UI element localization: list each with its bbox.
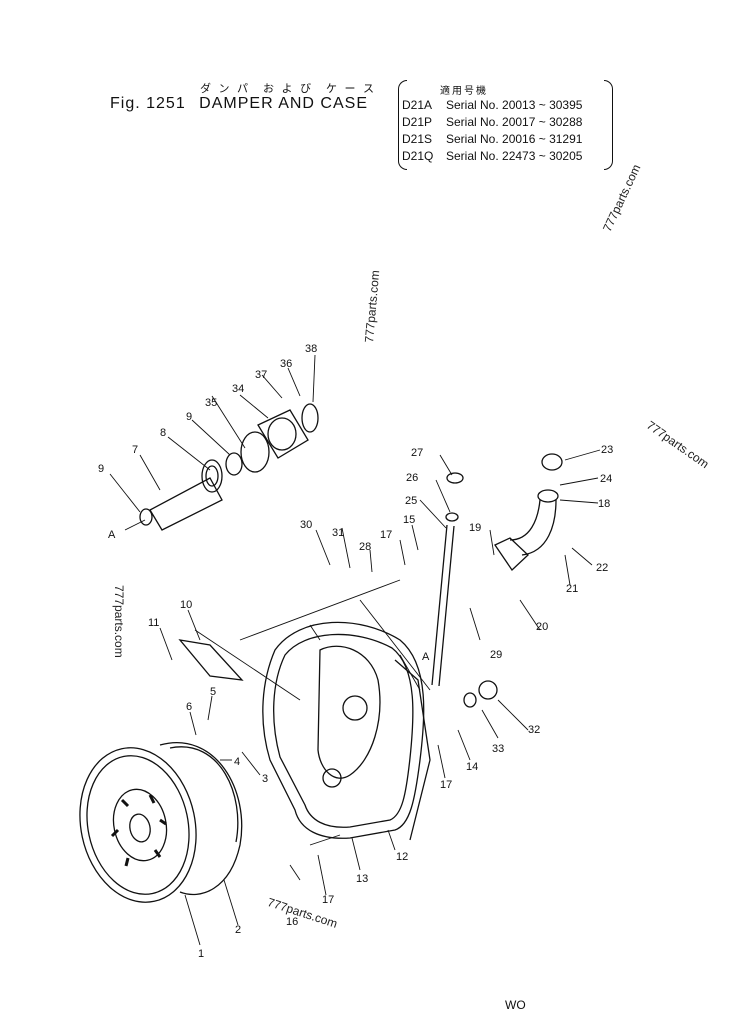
callout-12: 12 — [396, 851, 408, 863]
elbow-pipe — [494, 453, 563, 571]
callout-9b: 9 — [98, 463, 104, 475]
callout-10: 10 — [180, 599, 192, 611]
callout-21: 21 — [566, 583, 578, 595]
callout-labels: 1 2 3 4 5 6 7 8 9 9 10 11 12 13 14 15 16… — [98, 343, 613, 960]
damper-disc — [79, 747, 197, 903]
callout-1: 1 — [198, 948, 204, 960]
callout-15: 15 — [403, 514, 415, 526]
callout-38: 38 — [305, 343, 317, 355]
callout-36: 36 — [280, 358, 292, 370]
callout-29: 29 — [490, 649, 502, 661]
serial-model: D21A — [402, 98, 433, 112]
serial-model: D21Q — [402, 149, 434, 163]
serial-row: D21A Serial No. 20013 ~ 30395 — [402, 98, 582, 112]
callout-17c: 17 — [380, 529, 392, 541]
callout-18: 18 — [598, 498, 610, 510]
flywheel-housing — [262, 621, 431, 841]
callout-8: 8 — [160, 427, 166, 439]
serial-model: D21P — [402, 115, 433, 129]
figure-name: DAMPER AND CASE — [199, 95, 368, 112]
serial-row: D21Q Serial No. 22473 ~ 30205 — [402, 149, 582, 163]
callout-5: 5 — [210, 686, 216, 698]
serial-row: D21S Serial No. 20016 ~ 31291 — [402, 132, 582, 146]
callout-3: 3 — [262, 773, 268, 785]
callout-23: 23 — [601, 444, 613, 456]
input-shaft — [139, 431, 270, 531]
callout-24: 24 — [600, 473, 612, 485]
callout-17b: 17 — [440, 779, 452, 791]
callout-6: 6 — [186, 701, 192, 713]
callout-27: 27 — [411, 447, 423, 459]
arrow-marker-a2: A — [422, 651, 430, 663]
callout-16: 16 — [286, 916, 298, 928]
callout-9a: 9 — [186, 411, 192, 423]
figure-title: Fig. 1251 DAMPER AND CASE — [110, 95, 376, 113]
callout-4: 4 — [234, 756, 240, 768]
serial-heading: 適用号機 — [440, 86, 488, 97]
flywheel-plate — [159, 742, 243, 896]
callout-22: 22 — [596, 562, 608, 574]
callout-34: 34 — [232, 383, 244, 395]
japanese-title: ダ ン パ お よ び ケ ー ス — [200, 82, 376, 95]
watermark: 777parts.com — [112, 585, 126, 658]
arrow-marker-a1: A — [108, 529, 116, 541]
serial-number-box: 適用号機 D21A Serial No. 20013 ~ 30395 D21P Se… — [398, 80, 613, 170]
callout-7: 7 — [132, 444, 138, 456]
callout-37: 37 — [255, 369, 267, 381]
callout-32: 32 — [528, 724, 540, 736]
serial-range: Serial No. 22473 ~ 30205 — [446, 149, 583, 163]
callout-2: 2 — [235, 924, 241, 936]
callout-30: 30 — [300, 519, 312, 531]
footer-mark: WO — [505, 998, 526, 1012]
serial-row: D21P Serial No. 20017 ~ 30288 — [402, 115, 582, 129]
bracket-right — [604, 80, 613, 170]
breather-tube — [431, 472, 464, 687]
callout-20: 20 — [536, 621, 548, 633]
callout-31: 31 — [332, 527, 344, 539]
serial-range: Serial No. 20017 ~ 30288 — [446, 115, 583, 129]
callout-26: 26 — [406, 472, 418, 484]
callout-28: 28 — [359, 541, 371, 553]
callout-14: 14 — [466, 761, 478, 773]
figure-number: Fig. 1251 — [110, 95, 186, 112]
callout-25: 25 — [405, 495, 417, 507]
callout-33: 33 — [492, 743, 504, 755]
callout-13: 13 — [356, 873, 368, 885]
bearing-cage — [257, 403, 319, 459]
callout-11: 11 — [148, 617, 159, 629]
serial-model: D21S — [402, 132, 433, 146]
callout-19: 19 — [469, 522, 481, 534]
serial-range: Serial No. 20016 ~ 31291 — [446, 132, 583, 146]
serial-range: Serial No. 20013 ~ 30395 — [446, 98, 583, 112]
callout-17a: 17 — [322, 894, 334, 906]
callout-35: 35 — [205, 397, 217, 409]
